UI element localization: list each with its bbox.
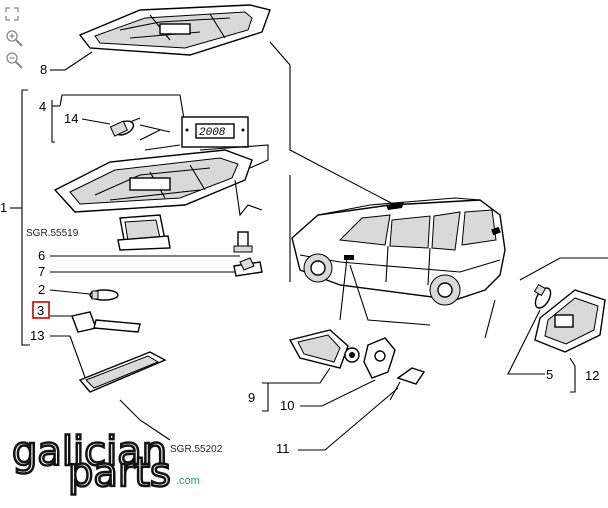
leader-13b xyxy=(69,335,87,381)
part-13-lens-cover[interactable] xyxy=(78,351,167,393)
leader-4-display xyxy=(59,94,186,126)
callout-11[interactable]: 11 xyxy=(276,441,290,456)
leader-1-top xyxy=(199,144,269,169)
watermark-line1: galician xyxy=(12,429,167,475)
car-illustration xyxy=(291,197,506,306)
bracket-12 xyxy=(569,357,576,393)
leader-5 xyxy=(507,309,545,375)
callout-14[interactable]: 14 xyxy=(64,111,78,126)
leader-1-arm xyxy=(234,179,263,217)
leader-door xyxy=(339,257,431,326)
bracket-9 xyxy=(262,382,269,412)
part-14-bulb[interactable] xyxy=(109,117,141,138)
leader-2 xyxy=(49,289,91,295)
callout-1[interactable]: 1 xyxy=(0,200,7,215)
ref-sgr-55519: SGR.55519 xyxy=(26,228,79,239)
part-1-lamp-housing[interactable] xyxy=(53,149,253,213)
part-7-clip[interactable] xyxy=(233,257,263,277)
highlight-box-3 xyxy=(32,301,50,319)
display-leaders xyxy=(139,124,181,151)
callout-12[interactable]: 12 xyxy=(585,368,599,383)
bracket-1 xyxy=(21,89,30,346)
clock-display-unit[interactable]: 2008 xyxy=(181,116,249,148)
part-3-diffuser[interactable] xyxy=(71,311,141,333)
part-12-rear-lamp[interactable] xyxy=(534,289,606,353)
leader-11 xyxy=(298,387,399,451)
callout-10[interactable]: 10 xyxy=(280,398,294,413)
zoom-in-icon[interactable] xyxy=(6,30,23,47)
leader-sgr-55202 xyxy=(119,399,171,441)
part-6-screw[interactable] xyxy=(233,231,253,253)
fullscreen-icon[interactable] xyxy=(4,6,20,22)
display-value: 2008 xyxy=(199,127,226,139)
callout-2[interactable]: 2 xyxy=(38,282,45,297)
part-2-bulb[interactable] xyxy=(89,289,119,301)
zoom-out-icon[interactable] xyxy=(6,52,23,69)
callout-4[interactable]: 4 xyxy=(39,99,46,114)
leader-roof xyxy=(269,41,396,206)
callout-9[interactable]: 9 xyxy=(248,390,255,405)
leader-8b xyxy=(64,51,93,71)
callout-5[interactable]: 5 xyxy=(546,367,553,382)
leader-10 xyxy=(300,379,376,407)
car-frame-right xyxy=(484,299,496,339)
callout-8[interactable]: 8 xyxy=(40,62,47,77)
callout-7[interactable]: 7 xyxy=(38,264,45,279)
leader-14 xyxy=(81,118,111,125)
leader-9 xyxy=(268,367,331,384)
car-frame-rear xyxy=(519,257,608,281)
ref-sgr-55202: SGR.55202 xyxy=(170,444,223,455)
part-11-screw[interactable] xyxy=(389,367,426,401)
watermark-line2: parts xyxy=(68,450,171,496)
part-5-bulb[interactable] xyxy=(532,283,553,311)
bracket-4 xyxy=(51,100,55,143)
switch-module[interactable] xyxy=(117,214,171,251)
callout-13[interactable]: 13 xyxy=(30,328,44,343)
part-10-gasket[interactable] xyxy=(363,337,396,379)
watermark-logo: galician parts .com xyxy=(11,428,200,498)
callout-3[interactable]: 3 xyxy=(37,303,44,318)
part-8-roof-panel[interactable] xyxy=(78,4,271,56)
watermark-suffix: .com xyxy=(176,475,200,487)
part-10-door-switch[interactable] xyxy=(288,329,360,369)
callout-6[interactable]: 6 xyxy=(38,248,45,263)
